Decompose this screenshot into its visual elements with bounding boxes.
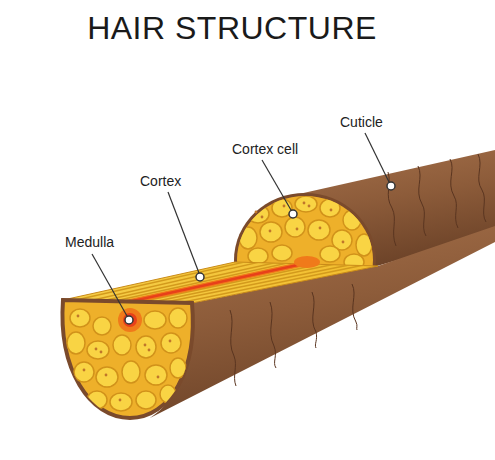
- medulla-end: [294, 256, 320, 268]
- medulla-band: [116, 263, 319, 302]
- cortex-plane: [63, 262, 378, 303]
- medulla-core: [123, 313, 137, 327]
- part-label: Cuticle: [340, 114, 383, 131]
- medulla-core: [122, 263, 313, 302]
- part-label: Medulla: [65, 234, 114, 251]
- leader-dots: [125, 182, 395, 324]
- diagram-title: HAIR STRUCTURE: [87, 10, 377, 47]
- part-label: Cortex: [140, 173, 181, 190]
- cortex-strands: [76, 261, 364, 303]
- cuticle-surface: [150, 226, 495, 418]
- cortex-cells: [67, 308, 187, 411]
- medulla-section: [118, 308, 142, 332]
- cuticle-scales: [230, 284, 357, 386]
- cuticle-scales: [388, 154, 486, 246]
- cortex-cells: [239, 196, 372, 270]
- cell-dots: [255, 202, 345, 244]
- part-label: Cortex cell: [232, 141, 298, 158]
- leader-lines: [92, 133, 389, 316]
- front-face: [62, 300, 192, 418]
